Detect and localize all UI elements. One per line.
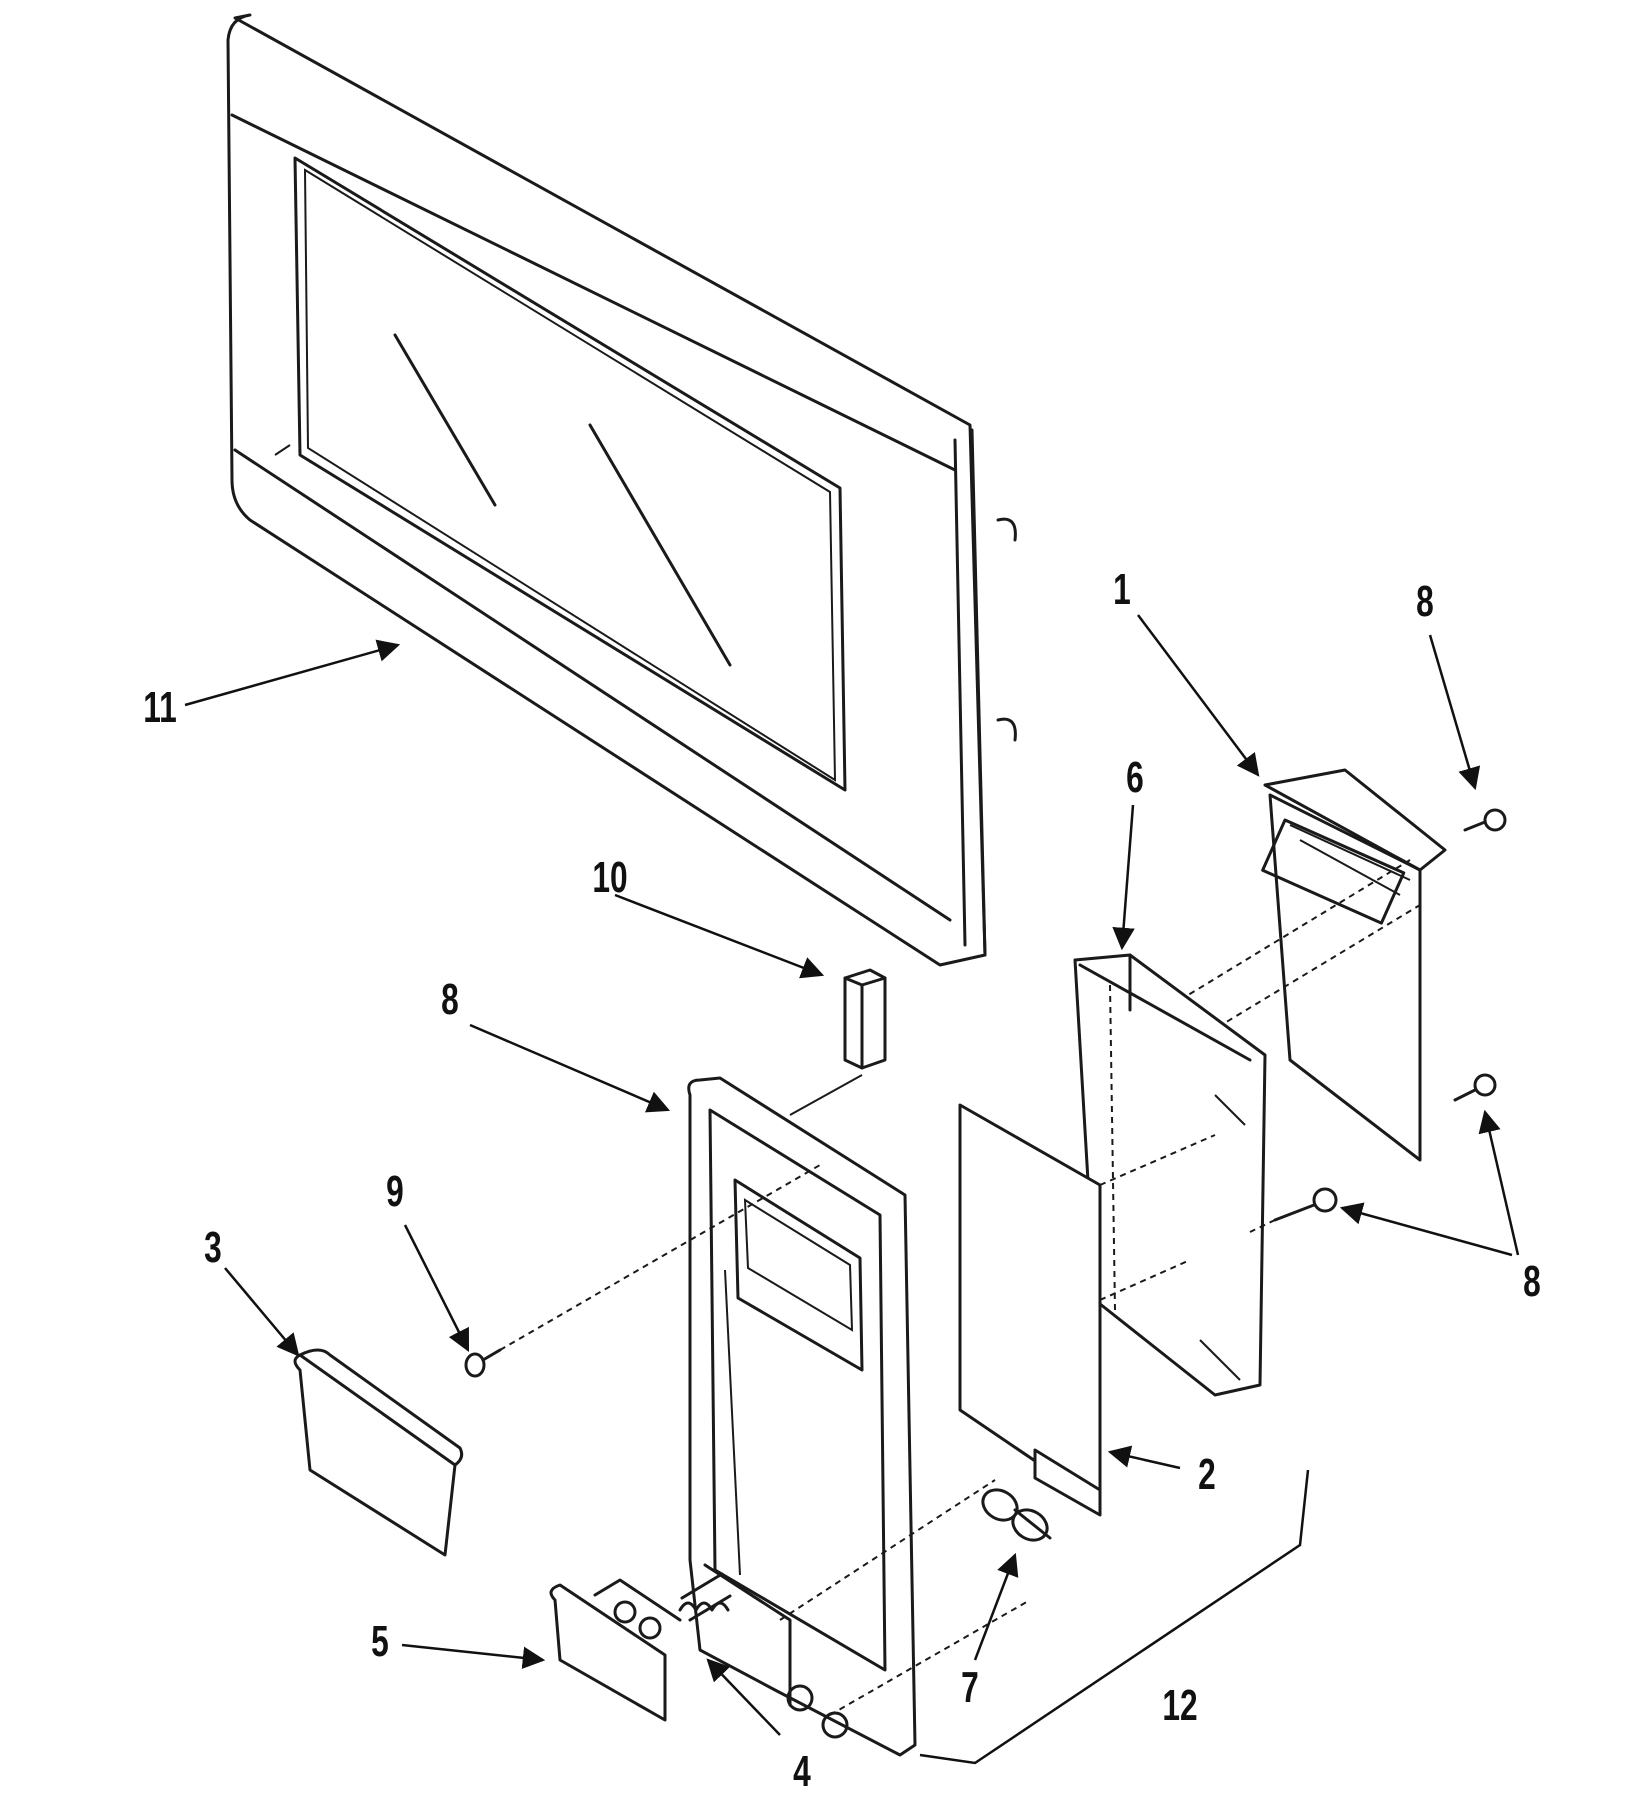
part-5-button: [549, 1578, 682, 1722]
label-part-9: 9: [386, 1167, 404, 1216]
label-part-7: 7: [961, 1663, 979, 1712]
part-9-screw: [464, 1164, 821, 1378]
part-2-touch-membrane: [958, 1103, 1216, 1517]
part-11-door-panel: [226, 13, 1017, 967]
part-8-screws: [1249, 808, 1507, 1233]
label-part-2: 2: [1198, 1450, 1216, 1499]
part-10-block: [789, 968, 887, 1116]
part-3-handle-cover: [293, 1348, 464, 1557]
label-part-12: 12: [1162, 1681, 1198, 1730]
label-part-8-top-right: 8: [1416, 577, 1434, 626]
label-part-10: 10: [592, 853, 628, 902]
leader-lines: [184, 614, 1520, 1765]
part-4-spring: [678, 1572, 732, 1622]
part-6-frame-bracket: [1073, 953, 1267, 1397]
label-part-6: 6: [1126, 753, 1144, 802]
label-part-1: 1: [1113, 565, 1131, 614]
part-7-clip: [981, 1488, 1052, 1542]
part-8-control-panel-housing: [687, 1076, 1031, 1757]
label-part-8-right: 8: [1523, 1257, 1541, 1306]
label-part-11: 11: [143, 683, 177, 732]
label-part-3: 3: [204, 1223, 222, 1272]
part-1-control-board: [1179, 768, 1447, 1162]
label-part-8-center: 8: [441, 975, 459, 1024]
label-part-4: 4: [793, 1747, 811, 1796]
label-part-5: 5: [371, 1617, 389, 1666]
